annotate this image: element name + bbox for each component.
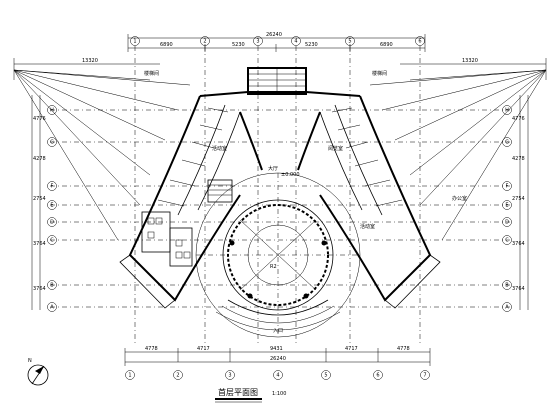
bottom-dim-1: 4778	[145, 346, 158, 352]
axis-right-h: H	[505, 108, 509, 114]
central-rotunda: R2 ±0.000	[195, 172, 361, 338]
axis-left-c: C	[50, 238, 54, 244]
room-left-label: 活动室	[212, 145, 227, 152]
axis-bottom-4: 4	[276, 373, 279, 379]
axis-left-f: F	[51, 184, 54, 190]
axis-left-e: E	[50, 203, 53, 209]
horizontal-axis-lines	[50, 109, 510, 308]
drawing-title-block: 首层平面图 1:100	[215, 387, 286, 403]
left-dim-2: 4278	[33, 156, 46, 162]
room-center-label: 大厅	[268, 165, 278, 172]
left-dim-5: 3764	[33, 286, 46, 292]
lower-left-service-rooms	[141, 179, 233, 267]
left-wing-fan-lines: 13320	[13, 58, 191, 241]
room-right-label: 阅览室	[328, 145, 343, 152]
north-label: N	[28, 358, 32, 364]
left-dimension-chain: 4776 4278 2754 3764 3764	[31, 95, 46, 310]
bottom-dim-3: 9431	[270, 346, 283, 352]
bottom-dimension-chain: 4778 4717 9431 4717 4778 26240	[124, 346, 431, 366]
right-dim-3: 2754	[512, 196, 525, 202]
right-dim-5: 3764	[512, 286, 525, 292]
axis-left-h: H	[50, 108, 54, 114]
room-upper-right-label: 楼梯间	[372, 70, 387, 77]
top-total-dim: 26240	[266, 32, 282, 38]
right-dim-2: 4278	[512, 156, 525, 162]
axis-bottom-5: 5	[324, 373, 327, 379]
drawing-title: 首层平面图	[218, 387, 258, 397]
axis-right-a: A	[505, 305, 509, 311]
axis-right-b: B	[505, 283, 509, 289]
top-dim-4: 6890	[380, 42, 393, 48]
axis-left-b: B	[50, 283, 54, 289]
bottom-dim-2: 4717	[197, 346, 210, 352]
center-elevation: ±0.000	[281, 172, 300, 178]
axis-right-g: G	[505, 140, 509, 146]
right-dim-1: 4776	[512, 116, 525, 122]
right-wing-partitions	[331, 107, 403, 207]
right-wing-fan-lines: 13320	[369, 58, 547, 241]
left-dim-3: 2754	[33, 196, 46, 202]
left-dim-1: 4776	[33, 116, 46, 122]
room-right-lower-label: 活动室	[360, 223, 375, 230]
left-wing-dim: 13320	[82, 58, 98, 64]
top-dim-1: 6890	[160, 42, 173, 48]
axis-top-1: 1	[133, 39, 136, 45]
top-axis-bubbles: 1 2 3 4 5 6	[130, 36, 425, 46]
top-dim-3: 5230	[305, 42, 318, 48]
drawing-scale: 1:100	[272, 391, 286, 397]
axis-top-5: 5	[348, 39, 351, 45]
axis-left-d: D	[50, 220, 54, 226]
axis-right-c: C	[505, 238, 509, 244]
left-wing-partitions	[157, 107, 229, 207]
axis-bottom-6: 6	[376, 373, 379, 379]
bottom-dim-4: 4717	[345, 346, 358, 352]
axis-top-4: 4	[294, 39, 297, 45]
axis-left-a: A	[50, 305, 54, 311]
axis-bottom-7: 7	[423, 373, 426, 379]
axis-right-e: E	[505, 203, 508, 209]
north-arrow: N	[27, 358, 49, 386]
axis-right-f: F	[506, 184, 509, 190]
right-dimension-chain: 4776 4278 2754 3764 3764	[512, 95, 529, 310]
bottom-dim-5: 4778	[397, 346, 410, 352]
right-dim-4: 3764	[512, 241, 525, 247]
left-dim-4: 3764	[33, 241, 46, 247]
top-dim-2: 5230	[232, 42, 245, 48]
bottom-total-dim: 26240	[270, 356, 286, 362]
building-outline	[119, 67, 441, 309]
axis-bottom-3: 3	[228, 373, 231, 379]
right-axis-bubbles: H G F E D C B A	[502, 105, 512, 312]
top-dimension-chain: 26240 6890 5230 5230 6890	[127, 32, 426, 52]
axis-top-3: 3	[256, 39, 259, 45]
rotunda-radius: R2	[270, 264, 277, 270]
axis-right-d: D	[505, 220, 509, 226]
room-upper-left-label: 楼梯间	[144, 70, 159, 77]
axis-bottom-1: 1	[128, 373, 131, 379]
right-wing-dim: 13320	[462, 58, 478, 64]
entrance-steps: 入口	[215, 299, 341, 334]
bottom-axis-bubbles: 1 2 3 4 5 6 7	[125, 370, 430, 380]
left-axis-bubbles: H G F E D C B A	[47, 105, 57, 312]
axis-top-6: 6	[418, 39, 421, 45]
axis-bottom-2: 2	[176, 373, 179, 379]
room-right-small-label: 办公室	[452, 195, 467, 202]
axis-left-g: G	[50, 140, 54, 146]
vertical-axis-lines	[134, 46, 421, 345]
entrance-label: 入口	[273, 328, 283, 334]
axis-top-2: 2	[203, 39, 206, 45]
